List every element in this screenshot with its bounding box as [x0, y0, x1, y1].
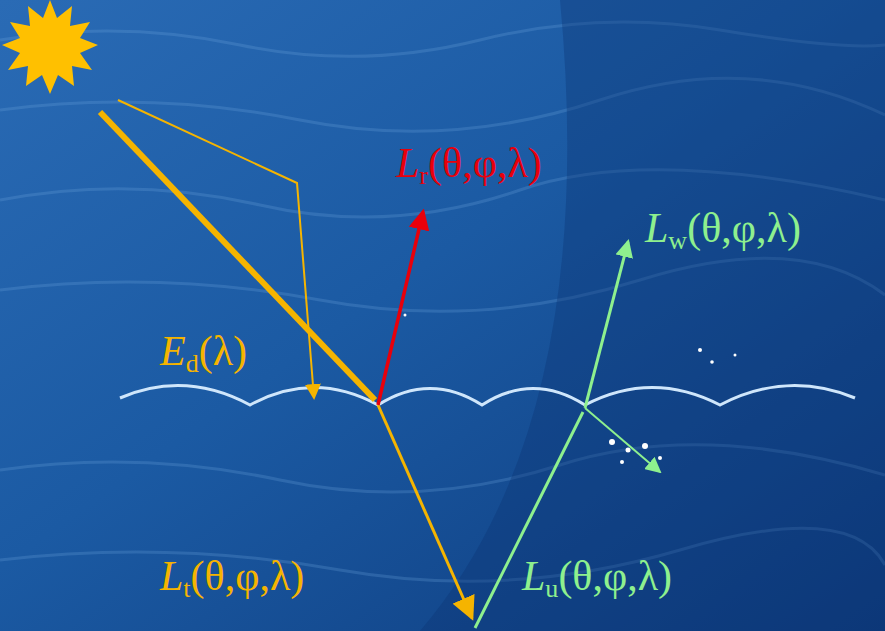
transmitted-radiance-label: Lt(θ,φ,λ) [160, 553, 304, 603]
dark-water [420, 0, 885, 631]
water-leaving-radiance-label: Lw(θ,φ,λ) [645, 205, 801, 255]
reflected-ray [378, 212, 423, 405]
diffuse-sky-ray [118, 100, 314, 398]
water-leaving-ray [585, 242, 628, 408]
transmitted-ray [378, 405, 472, 618]
reflected-radiance-label: Lr(θ,φ,λ) [396, 140, 542, 190]
sea-surface [120, 386, 855, 405]
sun-symbol [2, 0, 98, 94]
irradiance-label: Ed(λ) [160, 328, 247, 378]
internal-reflection [585, 408, 660, 472]
glint [404, 314, 737, 465]
upwelling-radiance-label: Lu(θ,φ,λ) [522, 553, 672, 603]
